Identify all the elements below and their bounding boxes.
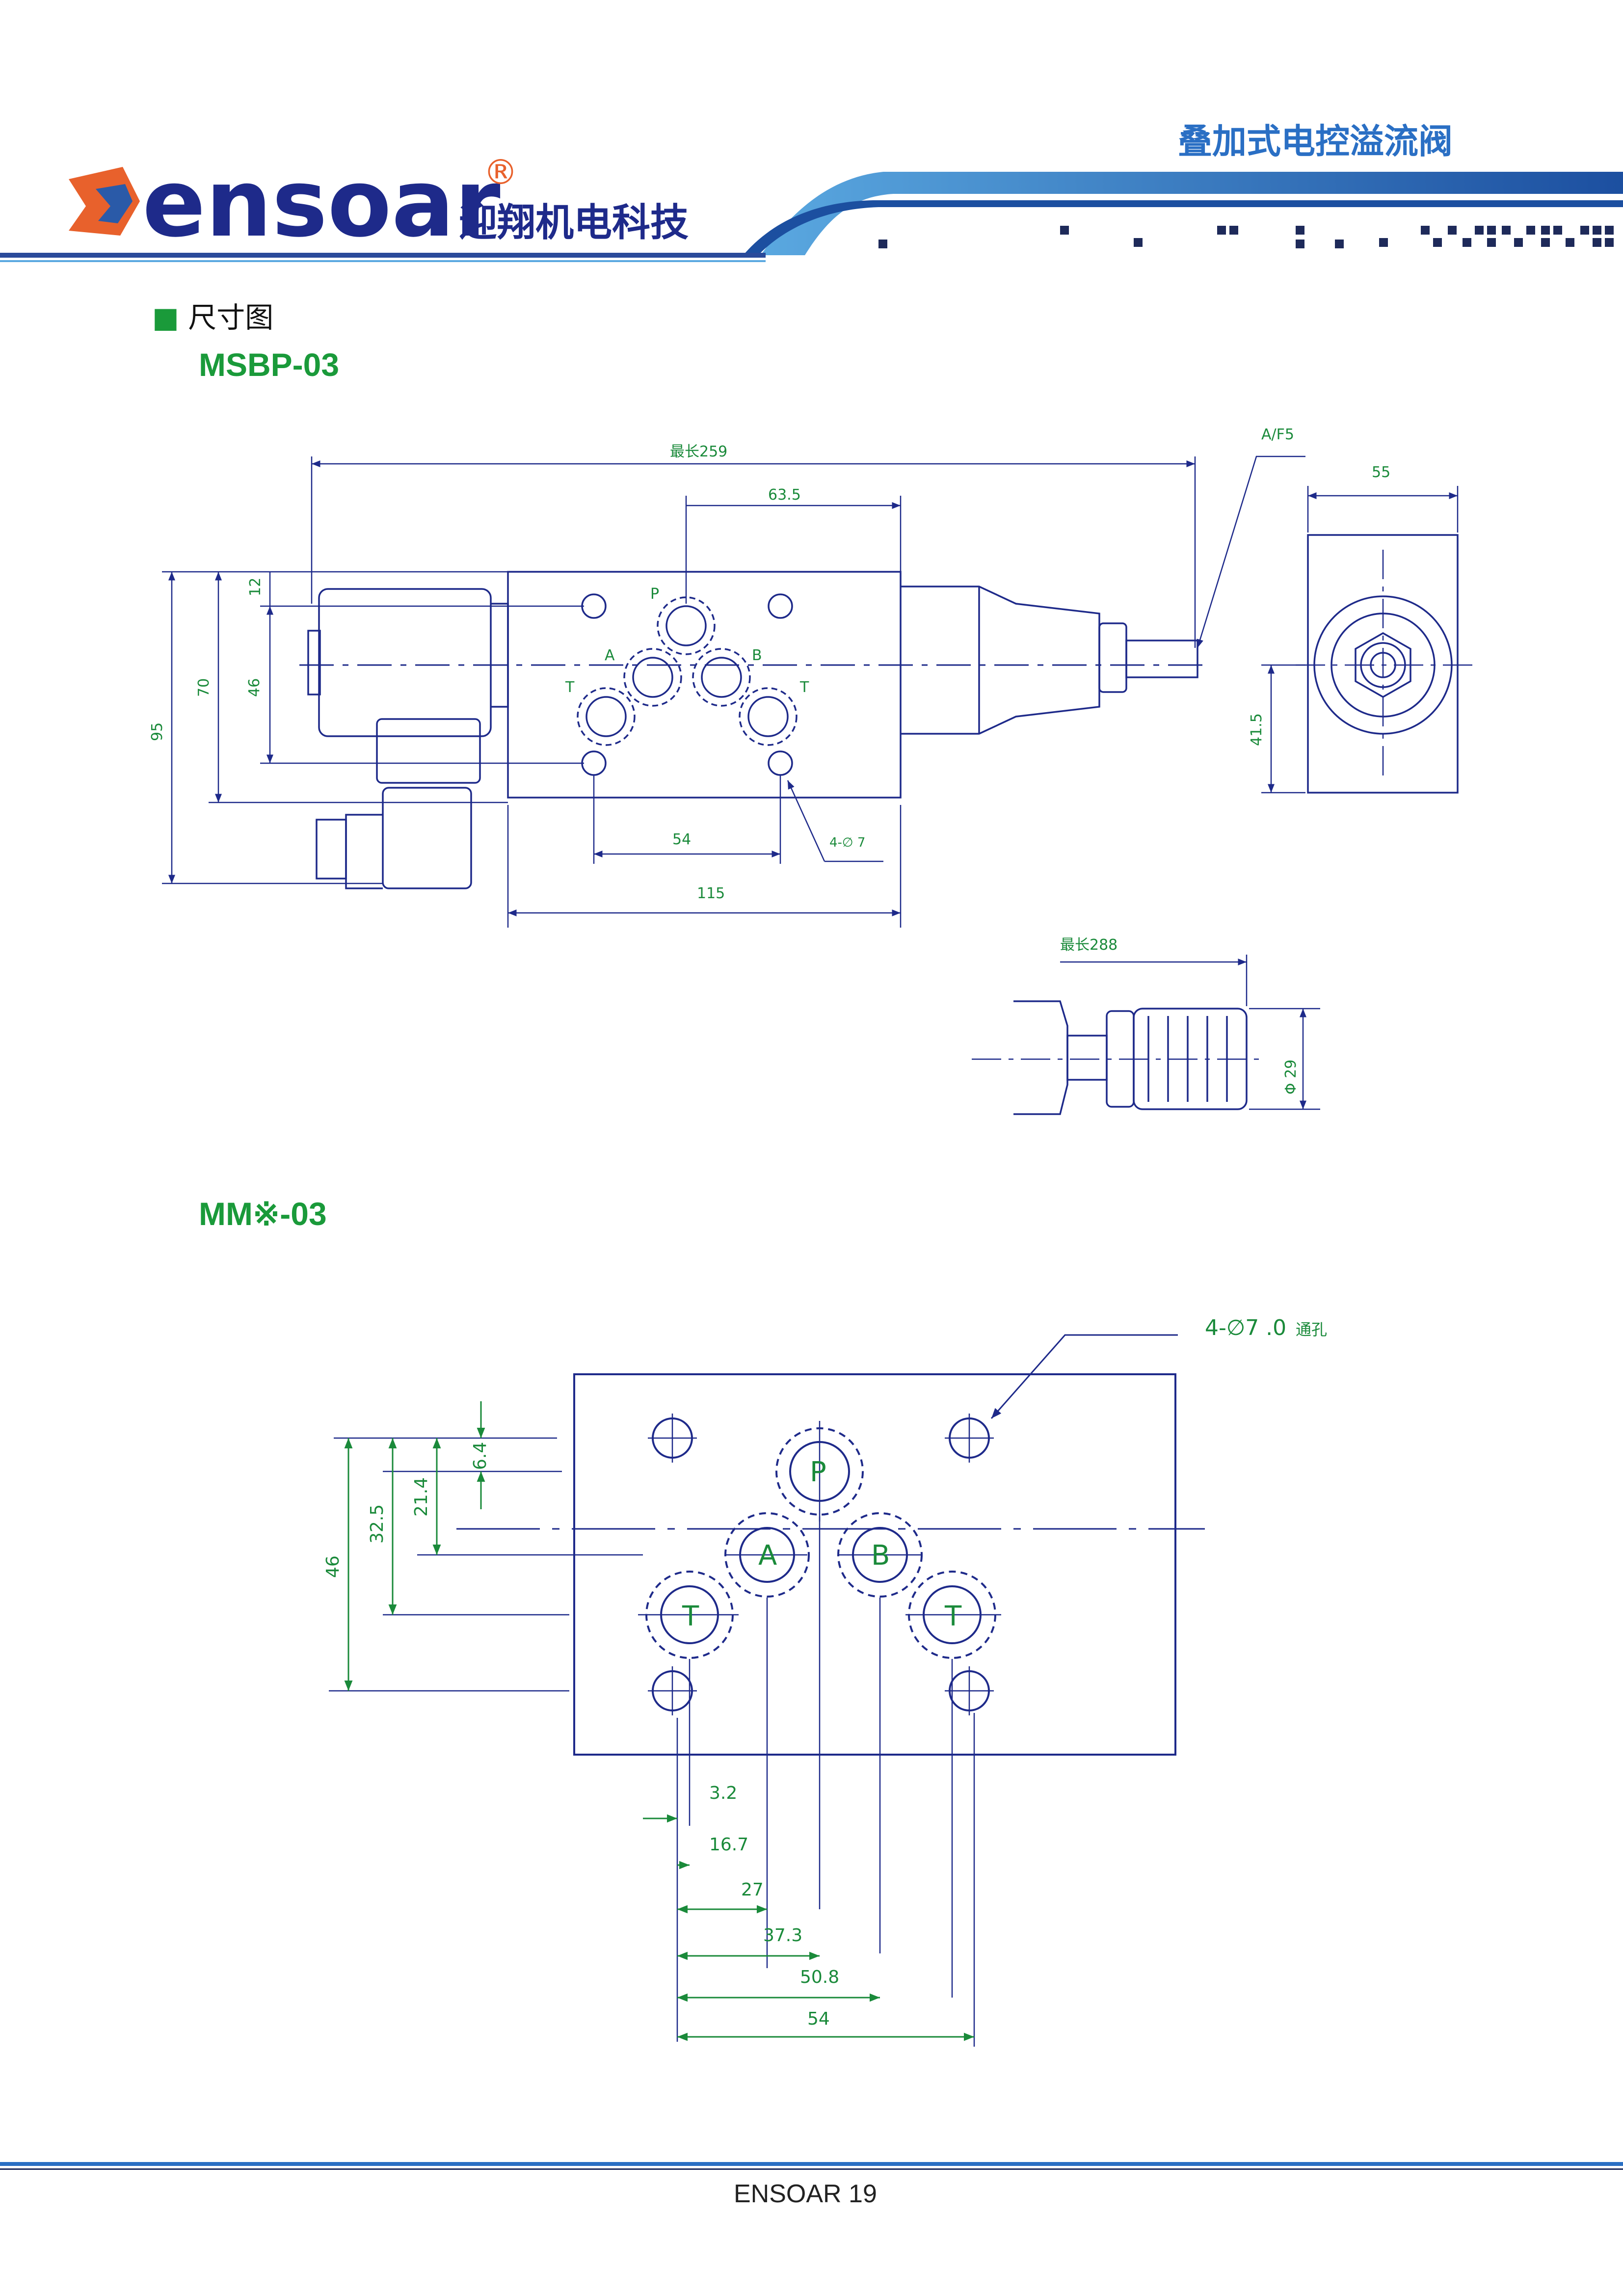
solenoid-neck <box>491 603 509 708</box>
company-name-cn: 迎翔机电科技 <box>459 201 689 245</box>
dim-max-len-288: 最长288 <box>1060 936 1117 954</box>
port-t2-label-2: T <box>944 1601 962 1632</box>
dim-50-8: 50.8 <box>800 1967 839 1987</box>
footer-page-label: ENSOAR 19 <box>734 2180 877 2208</box>
dim-63-5: 63.5 <box>768 486 801 504</box>
knob-stub <box>1013 1000 1068 1115</box>
dim-16-7: 16.7 <box>709 1835 748 1855</box>
header-pixel-pattern <box>878 226 1614 248</box>
holes-4x7-0: 4-∅7 .0 <box>1205 1315 1286 1340</box>
dim-37-3: 37.3 <box>763 1925 802 1946</box>
dim-54: 54 <box>672 831 691 848</box>
adjust-cartridge <box>901 586 1100 735</box>
dim-46: 46 <box>246 678 263 697</box>
port-a-label-2: A <box>758 1540 777 1572</box>
holes-through: 通孔 <box>1296 1320 1327 1339</box>
dim-6-4: 6.4 <box>470 1442 490 1470</box>
section-label: 尺寸图 <box>188 301 274 334</box>
plug-nut <box>316 819 347 880</box>
section-bullet: ■ <box>152 301 179 334</box>
side-body <box>1307 534 1459 794</box>
section-heading: ■ 尺寸图 <box>152 294 273 336</box>
dim-70: 70 <box>195 678 213 697</box>
dim-32-5: 32.5 <box>367 1504 387 1544</box>
connector-block <box>376 718 481 784</box>
port-t1-label-2: T <box>682 1601 699 1632</box>
plug-body <box>382 787 472 889</box>
dim-12: 12 <box>247 578 264 596</box>
dim-115: 115 <box>697 885 725 902</box>
dia-29: Φ 29 <box>1282 1060 1300 1095</box>
msbp-03-side-view <box>1261 486 1472 794</box>
footer-rule-dark <box>0 2168 1623 2170</box>
plug-cable-gland <box>345 814 383 889</box>
model-title-mm-03: MM※-03 <box>199 1196 327 1232</box>
port-a-label: A <box>605 647 615 664</box>
brand-logo-text: ensoar <box>142 149 501 258</box>
ensoar-logo-mark <box>69 167 140 236</box>
holes-4x7: 4-∅ 7 <box>829 835 865 850</box>
model-title-msbp-03: MSBP-03 <box>199 347 340 383</box>
dim-41-5: 41.5 <box>1248 713 1265 746</box>
header-swoosh-top <box>761 172 1623 255</box>
dim-21-4: 21.4 <box>411 1477 431 1517</box>
mm-03-labels: 4-∅7 .0 通孔 P A B T T 6.4 21.4 32.5 46 3.… <box>323 1315 1327 2029</box>
af5-label: A/F5 <box>1261 426 1294 443</box>
knob-detail <box>972 955 1320 1115</box>
registered-mark: ® <box>483 152 518 192</box>
header <box>0 167 1623 262</box>
lock-nut <box>1098 622 1127 693</box>
dim-27: 27 <box>741 1880 764 1900</box>
port-b-label: B <box>752 647 762 664</box>
msbp-03-drawing <box>162 455 1305 928</box>
product-title: 叠加式电控溢流阀 <box>1178 121 1453 161</box>
dim-55: 55 <box>1372 464 1390 481</box>
mounting-face <box>573 1373 1176 1756</box>
adjust-screw <box>1125 640 1198 678</box>
dim-95: 95 <box>149 722 166 741</box>
port-p-label: P <box>650 586 659 603</box>
footer-rule-blue <box>0 2162 1623 2166</box>
port-t2-label: T <box>799 679 809 696</box>
dim-46-2: 46 <box>323 1555 343 1578</box>
solenoid-end <box>307 630 321 695</box>
dim-3-2: 3.2 <box>709 1783 737 1803</box>
ports-group-1 <box>577 593 798 776</box>
header-rule <box>0 253 766 258</box>
dim-54-2: 54 <box>807 2009 830 2029</box>
msbp-03-labels: 最长259 63.5 12 70 46 95 54 115 4-∅ 7 P A … <box>149 426 1390 1095</box>
header-swoosh-thin <box>741 200 1623 258</box>
mm-03-dimensions <box>344 1334 1178 2041</box>
dim-max-len-259: 最长259 <box>670 443 727 460</box>
port-b-label-2: B <box>871 1540 890 1572</box>
port-t1-label: T <box>565 679 575 696</box>
solenoid-coil <box>318 588 492 737</box>
header-rule-light <box>0 260 766 262</box>
mm-03-drawing <box>329 1373 1205 2047</box>
port-p-label-2: P <box>810 1456 826 1488</box>
